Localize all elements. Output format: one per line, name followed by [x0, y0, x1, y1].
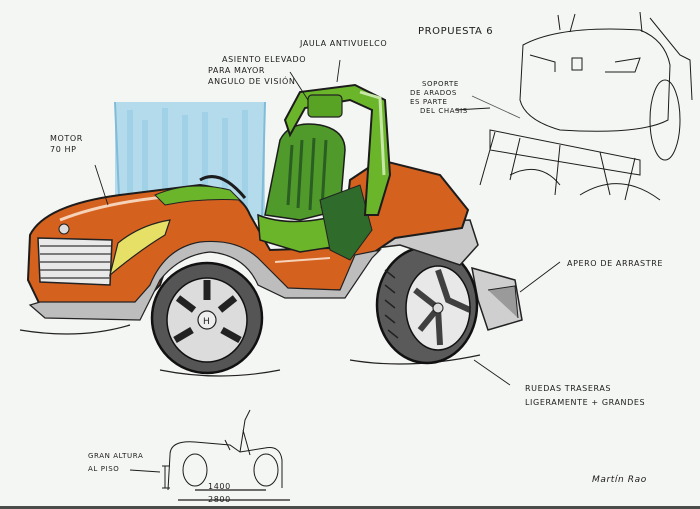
elevated-seat [257, 123, 373, 261]
svg-text:H: H [203, 317, 210, 327]
rear-wheel [375, 245, 479, 365]
leader-lines [94, 59, 561, 386]
scan-edge [0, 506, 700, 509]
annotation-winch-support: SOPORTE DE ARADOS ES PARTE DEL CHASIS [410, 80, 468, 115]
front-view-sketch [471, 11, 693, 201]
roll-cage [283, 83, 392, 216]
brand-emblem-icon [58, 223, 70, 235]
steering-wheel [199, 175, 247, 199]
annotation-elevated-seat: ASIENTO ELEVADO PARA MAYOR ANGULO DE VIS… [208, 55, 307, 86]
tow-implement [471, 266, 523, 331]
front-wheel: H [150, 261, 264, 375]
front-grille [37, 237, 113, 286]
annotation-ground-clearance: GRAN ALTURA AL PISO [88, 452, 144, 473]
annotation-rear-wheels: RUEDAS TRASERAS LIGERAMENTE + GRANDES [525, 384, 646, 407]
annotation-motor: MOTOR 70 HP [50, 134, 83, 154]
annotation-tow-implement: APERO DE ARRASTRE [567, 259, 664, 268]
headlight [108, 219, 171, 277]
designer-signature: Martín Rao [592, 475, 647, 485]
dimension-overall-length: 2800 [208, 495, 231, 504]
dimension-wheelbase: 1400 [208, 482, 231, 491]
side-view-sketch [129, 409, 290, 501]
annotation-roll-cage: JAULA ANTIVUELCO [300, 39, 388, 48]
proposal-title: PROPUESTA 6 [418, 26, 494, 37]
